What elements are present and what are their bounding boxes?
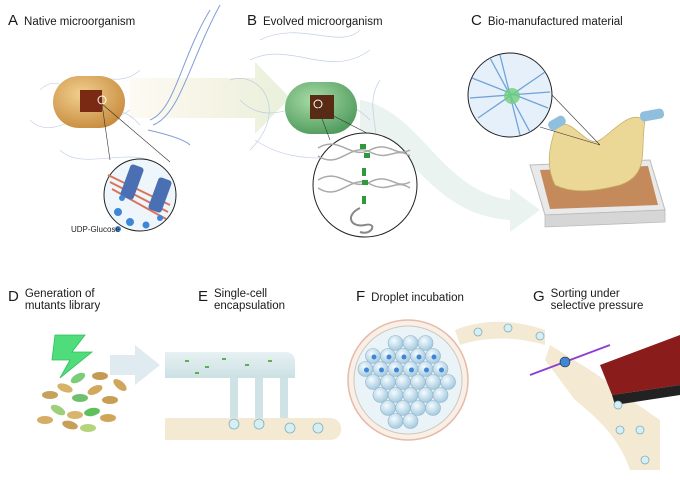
panel-f-letter: F [356,288,366,305]
panel-e-title-line2: encapsulation [214,300,285,312]
droplet [395,374,411,390]
droplet [425,400,441,416]
panel-a-letter: A [8,12,19,29]
panel-b-title: Evolved microorganism [263,16,383,28]
droplet [380,374,396,390]
droplet [425,374,441,390]
droplet-colony [371,354,377,360]
sorting-channel [545,345,660,470]
encapsulated-droplets [228,418,324,434]
electrode-red [600,335,680,395]
panel-d-title-line2: mutants library [24,300,101,312]
sorting-laser [529,344,611,376]
native-membrane-zoom [103,158,177,232]
transporter-protein-2 [148,177,172,213]
panel-a-title: Native microorganism [24,16,136,28]
evolved-dna-zoom [312,132,418,238]
droplet [387,387,404,403]
droplet [365,374,381,390]
droplet-incubation-chamber [347,319,469,441]
droplet [402,335,419,351]
droplet [402,387,419,403]
target-droplet [559,356,571,368]
panel-e-letter: E [198,288,209,305]
panel-g-title-line1: Sorting under [550,288,620,300]
transporter-protein-1 [120,164,144,200]
top-flow-arrow-ab [130,62,290,134]
panel-b-letter: B [247,12,258,29]
material-tray-illustration [529,108,666,228]
droplet [395,400,411,416]
nozzle-3 [280,378,288,418]
udp-glucose-label: UDP-Glucose [71,225,120,234]
droplet-colony [394,367,399,373]
droplet [417,387,434,403]
droplet-colony [379,367,384,373]
nozzle-1 [230,378,238,418]
droplet [440,374,456,390]
droplet-colony [431,354,437,360]
udp-glucose-dots [114,195,163,229]
droplet [410,374,426,390]
cellulose-sheet [548,117,646,192]
droplet [372,387,389,403]
panel-f-label: F Droplet incubation [356,288,464,306]
droplet [410,400,426,416]
cell-inlet-channel [165,352,295,378]
droplet-colony [364,367,369,373]
droplet-colony [409,367,414,373]
droplet [402,413,419,429]
bacteria-cluster [37,372,127,432]
droplet-colony [439,367,444,373]
droplet-colony [424,367,429,373]
panel-c-title: Bio-manufactured material [487,16,623,28]
native-cell-illustration [29,4,221,163]
mutagenesis-bolt-icon [51,334,94,379]
droplet-colony [416,354,422,360]
panel-d-title-line1: Generation of [24,288,95,300]
panel-b-label: B Evolved microorganism [247,12,383,30]
oil-channel [165,418,342,440]
droplet [387,335,404,351]
droplet-colony [401,354,407,360]
mutants-library-illustration [37,334,127,432]
nozzle-2 [255,378,263,418]
udp-glucose-pointer-dot [115,226,121,232]
transfer-channel [455,321,545,345]
panel-a-label: A Native microorganism [8,12,135,30]
dna-mutation-marks [360,144,370,204]
electrode-black [612,385,680,405]
panel-c-label: C Bio-manufactured material [471,12,623,30]
panel-f-title: Droplet incubation [371,292,464,304]
droplet [380,400,396,416]
panel-g-letter: G [533,288,545,305]
panel-e-title-line1: Single-cell [214,288,268,300]
incubation-droplets [357,335,456,429]
material-fiber-zoom [467,52,601,146]
encapsulation-chip [165,352,342,440]
top-flow-arrow-bc [360,100,540,232]
native-cell-cutaway [80,90,102,112]
glove-right [639,108,665,122]
sorting-chip [529,335,680,470]
panel-c-letter: C [471,12,482,29]
droplet-colony [386,354,392,360]
panel-g-title-line2: selective pressure [550,300,644,312]
flow-arrow-de [110,345,160,385]
glove-left [548,115,566,131]
evolved-cell-illustration [229,29,401,181]
droplet [417,335,434,351]
droplet [432,387,449,403]
droplet [387,413,404,429]
evolved-cell-cutaway [310,95,334,119]
panel-d-letter: D [8,288,19,305]
